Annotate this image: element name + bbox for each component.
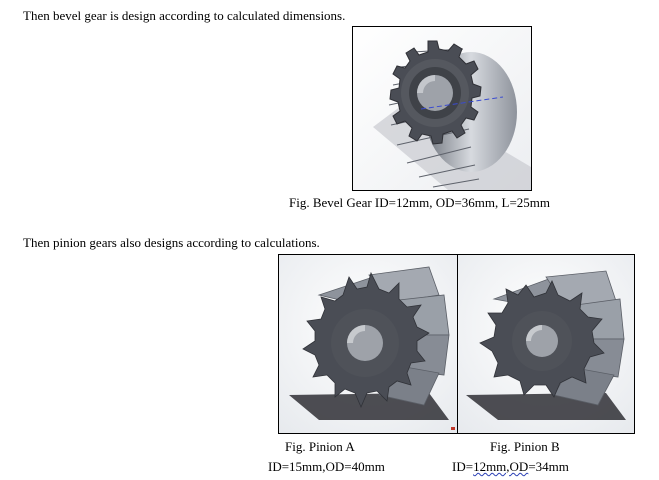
bevel-gear-caption: Fig. Bevel Gear ID=12mm, OD=36mm, L=25mm (289, 195, 551, 210)
pinion-a-figure (278, 254, 458, 434)
pinion-b-figure (457, 254, 635, 434)
pinion-b-image (458, 255, 634, 433)
bevel-gear-teeth (389, 40, 482, 145)
pinion-a-caption-title: Fig. Pinion A (285, 439, 355, 454)
intro-bevel-text: Then bevel gear is design according to c… (23, 8, 346, 23)
intro-pinion-text: Then pinion gears also designs according… (23, 235, 320, 250)
pinion-a-caption-dims: ID=15mm,OD=40mm (268, 459, 385, 474)
pinion-b-dims-post: =34mm (528, 459, 569, 474)
pinion-b-teeth (479, 280, 605, 398)
pinion-b-caption-title: Fig. Pinion B (490, 439, 560, 454)
bevel-gear-figure (352, 26, 532, 191)
pinion-a-teeth (302, 271, 430, 409)
pinion-b-dims-flagged: 12mm,OD (473, 459, 529, 474)
pinion-a-image (279, 255, 457, 433)
pinion-b-caption-dims: ID=12mm,OD=34mm (452, 459, 569, 475)
red-mark (451, 427, 455, 430)
pinion-b-dims-pre: ID= (452, 459, 474, 474)
bevel-gear-image (353, 27, 531, 190)
